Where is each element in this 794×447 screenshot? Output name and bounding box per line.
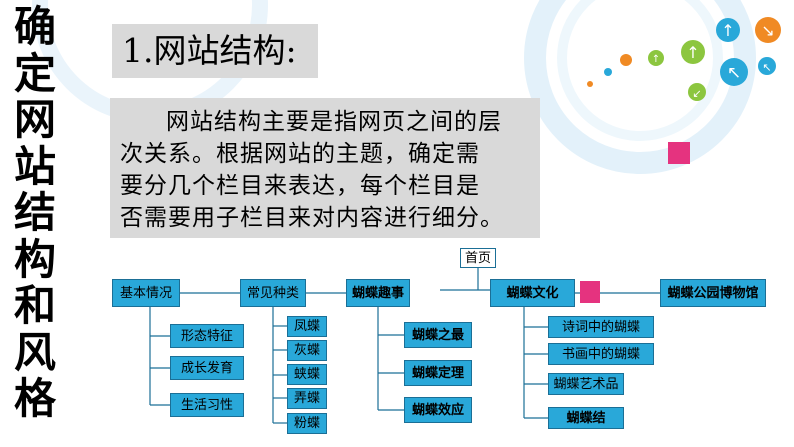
node-category-basic: 基本情况 [112, 279, 180, 307]
node-category-species: 常见种类 [240, 279, 306, 307]
node-basic-child: 成长发育 [170, 356, 244, 380]
node-species-child: 粉蝶 [287, 413, 327, 434]
node-root-home: 首页 [460, 248, 496, 268]
node-culture-child: 蝴蝶艺术品 [548, 373, 624, 395]
node-culture-child: 诗词中的蝴蝶 [548, 316, 654, 338]
node-category-museum: 蝴蝶公园博物馆 [660, 279, 766, 307]
node-basic-child: 形态特征 [170, 324, 244, 348]
node-culture-child: 书画中的蝴蝶 [548, 343, 654, 365]
node-basic-child: 生活习性 [170, 393, 244, 417]
node-species-child: 弄蝶 [287, 388, 327, 409]
node-category-fun: 蝴蝶趣事 [346, 279, 410, 307]
node-species-child: 灰蝶 [287, 340, 327, 361]
node-species-child: 凤蝶 [287, 316, 327, 337]
node-fun-child: 蝴蝶效应 [404, 397, 472, 423]
pink-marker-decoration [580, 281, 600, 303]
node-category-culture: 蝴蝶文化 [490, 279, 575, 307]
node-culture-child: 蝴蝶结 [548, 407, 624, 429]
node-fun-child: 蝴蝶定理 [404, 360, 472, 386]
node-species-child: 蛱蝶 [287, 364, 327, 385]
node-fun-child: 蝴蝶之最 [404, 322, 472, 348]
